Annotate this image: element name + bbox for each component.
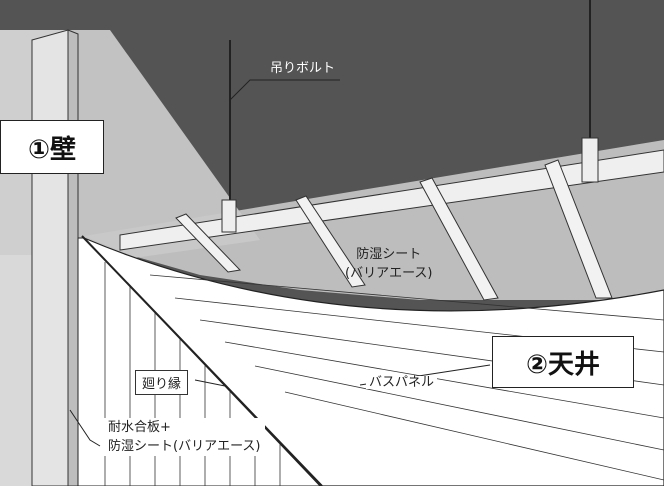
vapor-sheet-label-line1: 防湿シート (356, 247, 422, 262)
wall-column-side (67, 29, 79, 486)
edge-trim-line (81, 235, 323, 486)
main-channel (119, 149, 664, 251)
bath-panel-label: バスパネル (366, 376, 438, 389)
plywood-label: 耐水合板+ 防湿シート(バリアエース) (104, 418, 265, 456)
ceiling-title-box: ②天井 (492, 336, 634, 388)
hanger-clip-left (221, 199, 237, 233)
vapor-sheet-label: 防湿シート (バリアエース) (345, 245, 433, 283)
furring-channels (175, 159, 613, 301)
bath-panel-ceiling (83, 237, 664, 486)
wall-title: ①壁 (27, 134, 76, 165)
hanger-clip-right (581, 137, 599, 183)
plywood-label-line2: 防湿シート(バリアエース) (108, 439, 261, 454)
hanging-bolt-label: 吊りボルト (270, 61, 336, 76)
wall-column (31, 29, 69, 486)
wall-title-box: ①壁 (0, 120, 104, 174)
panel-seams (149, 274, 664, 481)
side-wall-diagonal (68, 30, 260, 260)
vapor-sheet-label-line2: (バリアエース) (345, 266, 433, 281)
ceiling-title: ②天井 (525, 349, 600, 380)
plywood-label-line1: 耐水合板+ (108, 420, 171, 435)
edge-trim-label: 廻り縁 (135, 370, 189, 395)
